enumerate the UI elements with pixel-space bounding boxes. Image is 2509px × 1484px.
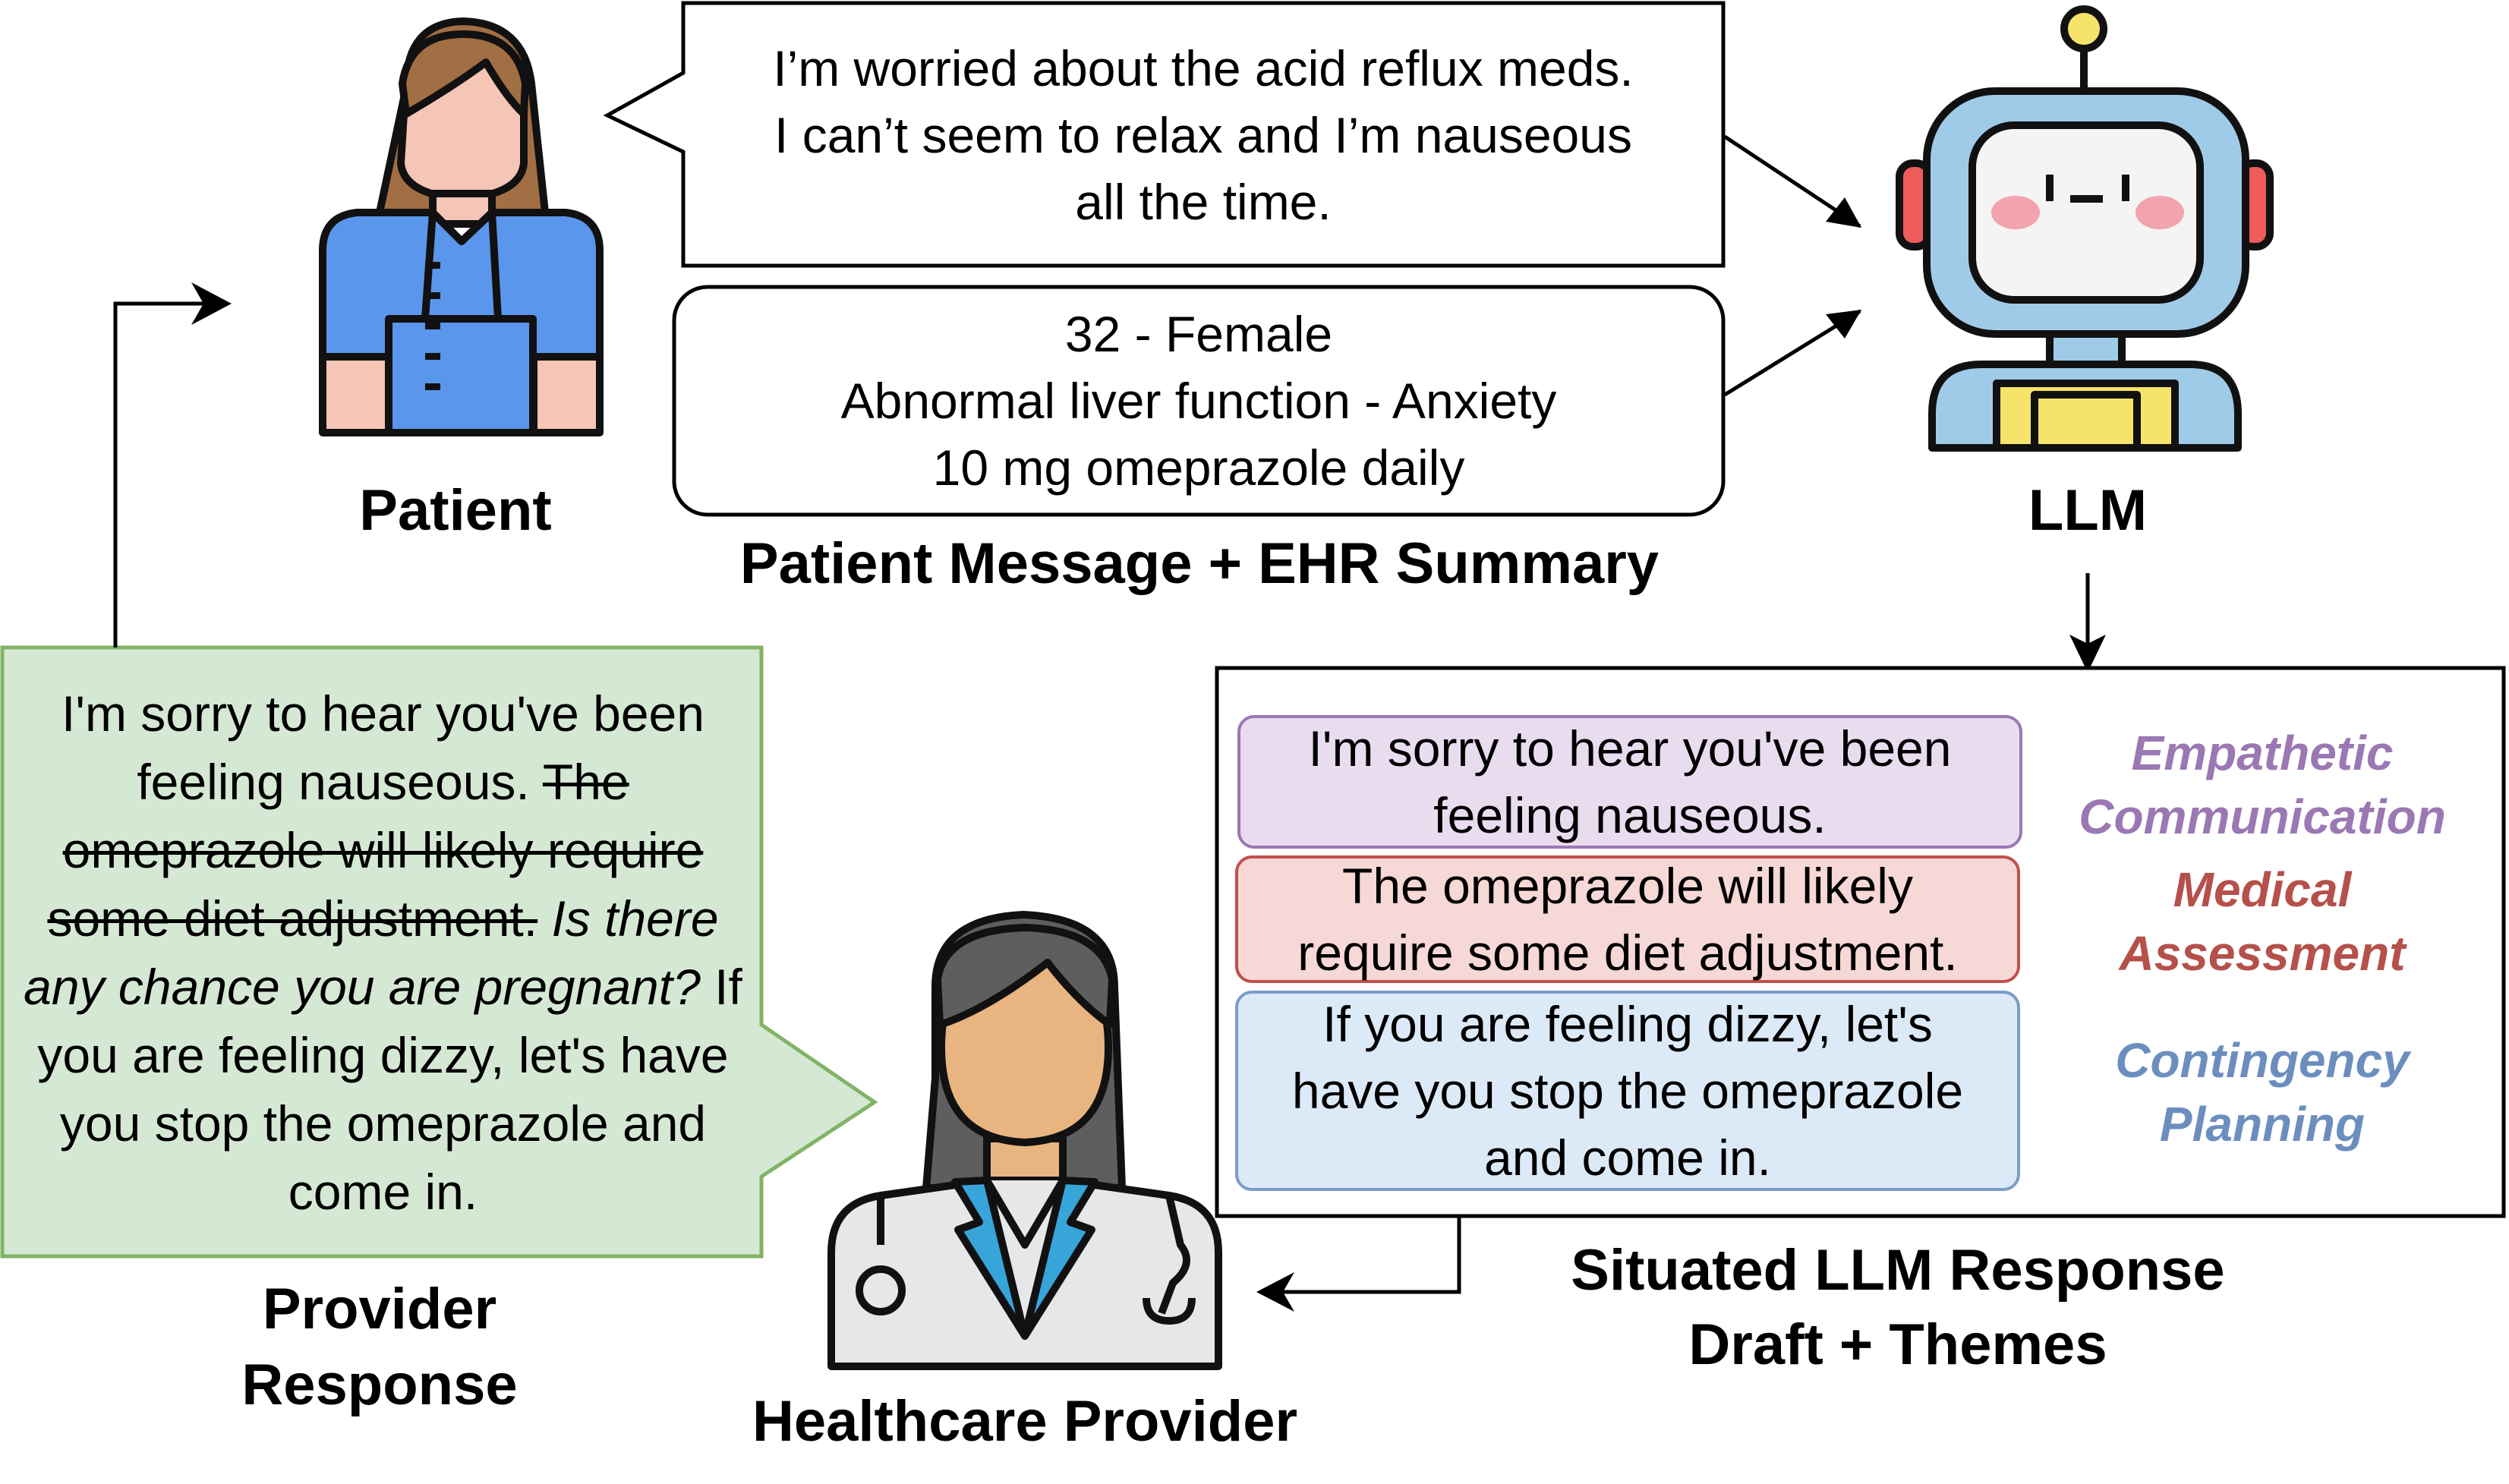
ehr-line: 32 - Female xyxy=(1064,306,1333,362)
theme-line: Contingency xyxy=(2115,1033,2410,1088)
response-added: Is there any chance you are pregnant? xyxy=(24,890,719,1015)
ehr-line: 10 mg omeprazole daily xyxy=(932,440,1465,496)
draft-caption: Situated LLM Response Draft + Themes xyxy=(1458,1234,2338,1382)
draft-segment-contingency: If you are feeling dizzy, let's have you… xyxy=(1235,991,2020,1191)
theme-medical: Medical Assessment xyxy=(2042,858,2482,985)
patient-message-line: I can’t seem to relax and I’m nauseous xyxy=(774,107,1632,163)
draft-segment-empathetic: I'm sorry to hear you've been feeling na… xyxy=(1237,715,2022,849)
draft-line: and come in. xyxy=(1484,1130,1771,1186)
patient-label: Patient xyxy=(359,478,552,543)
patient-message: I’m worried about the acid reflux meds. … xyxy=(687,6,1719,264)
response-kept-2: If you are feeling dizzy, let's have you… xyxy=(37,959,742,1220)
patient-message-line: I’m worried about the acid reflux meds. xyxy=(773,40,1634,96)
theme-contingency: Contingency Planning xyxy=(2042,1029,2482,1156)
patient-message-line: all the time. xyxy=(1075,174,1332,230)
ehr-summary-box xyxy=(672,285,1726,517)
provider-response-text: I'm sorry to hear you've been feeling na… xyxy=(9,679,757,1226)
draft-line: have you stop the omeprazole xyxy=(1291,1063,1964,1119)
doctor-icon xyxy=(827,911,1222,1370)
draft-line: The omeprazole will likely xyxy=(1342,858,1913,914)
patient-message-bubble xyxy=(603,1,1726,268)
input-caption: Patient Message + EHR Summary xyxy=(739,531,1660,596)
theme-line: Assessment xyxy=(2119,926,2406,981)
draft-caption-line: Draft + Themes xyxy=(1688,1312,2107,1377)
draft-to-provider-arrow xyxy=(1275,1216,1461,1294)
robot-icon xyxy=(1896,5,2274,452)
theme-empathetic: Empathetic Communication xyxy=(2042,721,2482,849)
provider-response-label-line: Response xyxy=(241,1353,518,1417)
theme-line: Communication xyxy=(2079,789,2446,844)
provider-response-bubble xyxy=(0,645,878,1259)
draft-caption-line: Situated LLM Response xyxy=(1571,1238,2225,1303)
provider-response-label: Provider Response xyxy=(190,1271,569,1423)
llm-to-draft-arrow xyxy=(2069,635,2106,673)
draft-line: feeling nauseous. xyxy=(1433,787,1827,843)
response-kept-1: I'm sorry to hear you've been feeling na… xyxy=(61,685,704,810)
provider-response-label-line: Provider xyxy=(262,1277,497,1341)
theme-line: Empathetic xyxy=(2131,726,2394,780)
theme-line: Planning xyxy=(2159,1097,2366,1152)
draft-line: require some diet adjustment. xyxy=(1297,925,1958,981)
draft-segment-medical: The omeprazole will likely require some … xyxy=(1235,855,2020,983)
llm-label: LLM xyxy=(2028,478,2148,543)
response-to-patient-arrow xyxy=(113,301,205,647)
theme-line: Medical xyxy=(2173,862,2352,917)
draft-line: I'm sorry to hear you've been xyxy=(1308,720,1952,777)
patient-icon xyxy=(319,17,604,436)
ehr-line: Abnormal liver function - Anxiety xyxy=(840,373,1557,429)
healthcare-provider-label: Healthcare Provider xyxy=(752,1389,1298,1454)
draft-line: If you are feeling dizzy, let's xyxy=(1322,996,1933,1052)
ehr-summary: 32 - Female Abnormal liver function - An… xyxy=(679,292,1718,509)
response-struck: The omeprazole will likely require some … xyxy=(47,754,704,947)
